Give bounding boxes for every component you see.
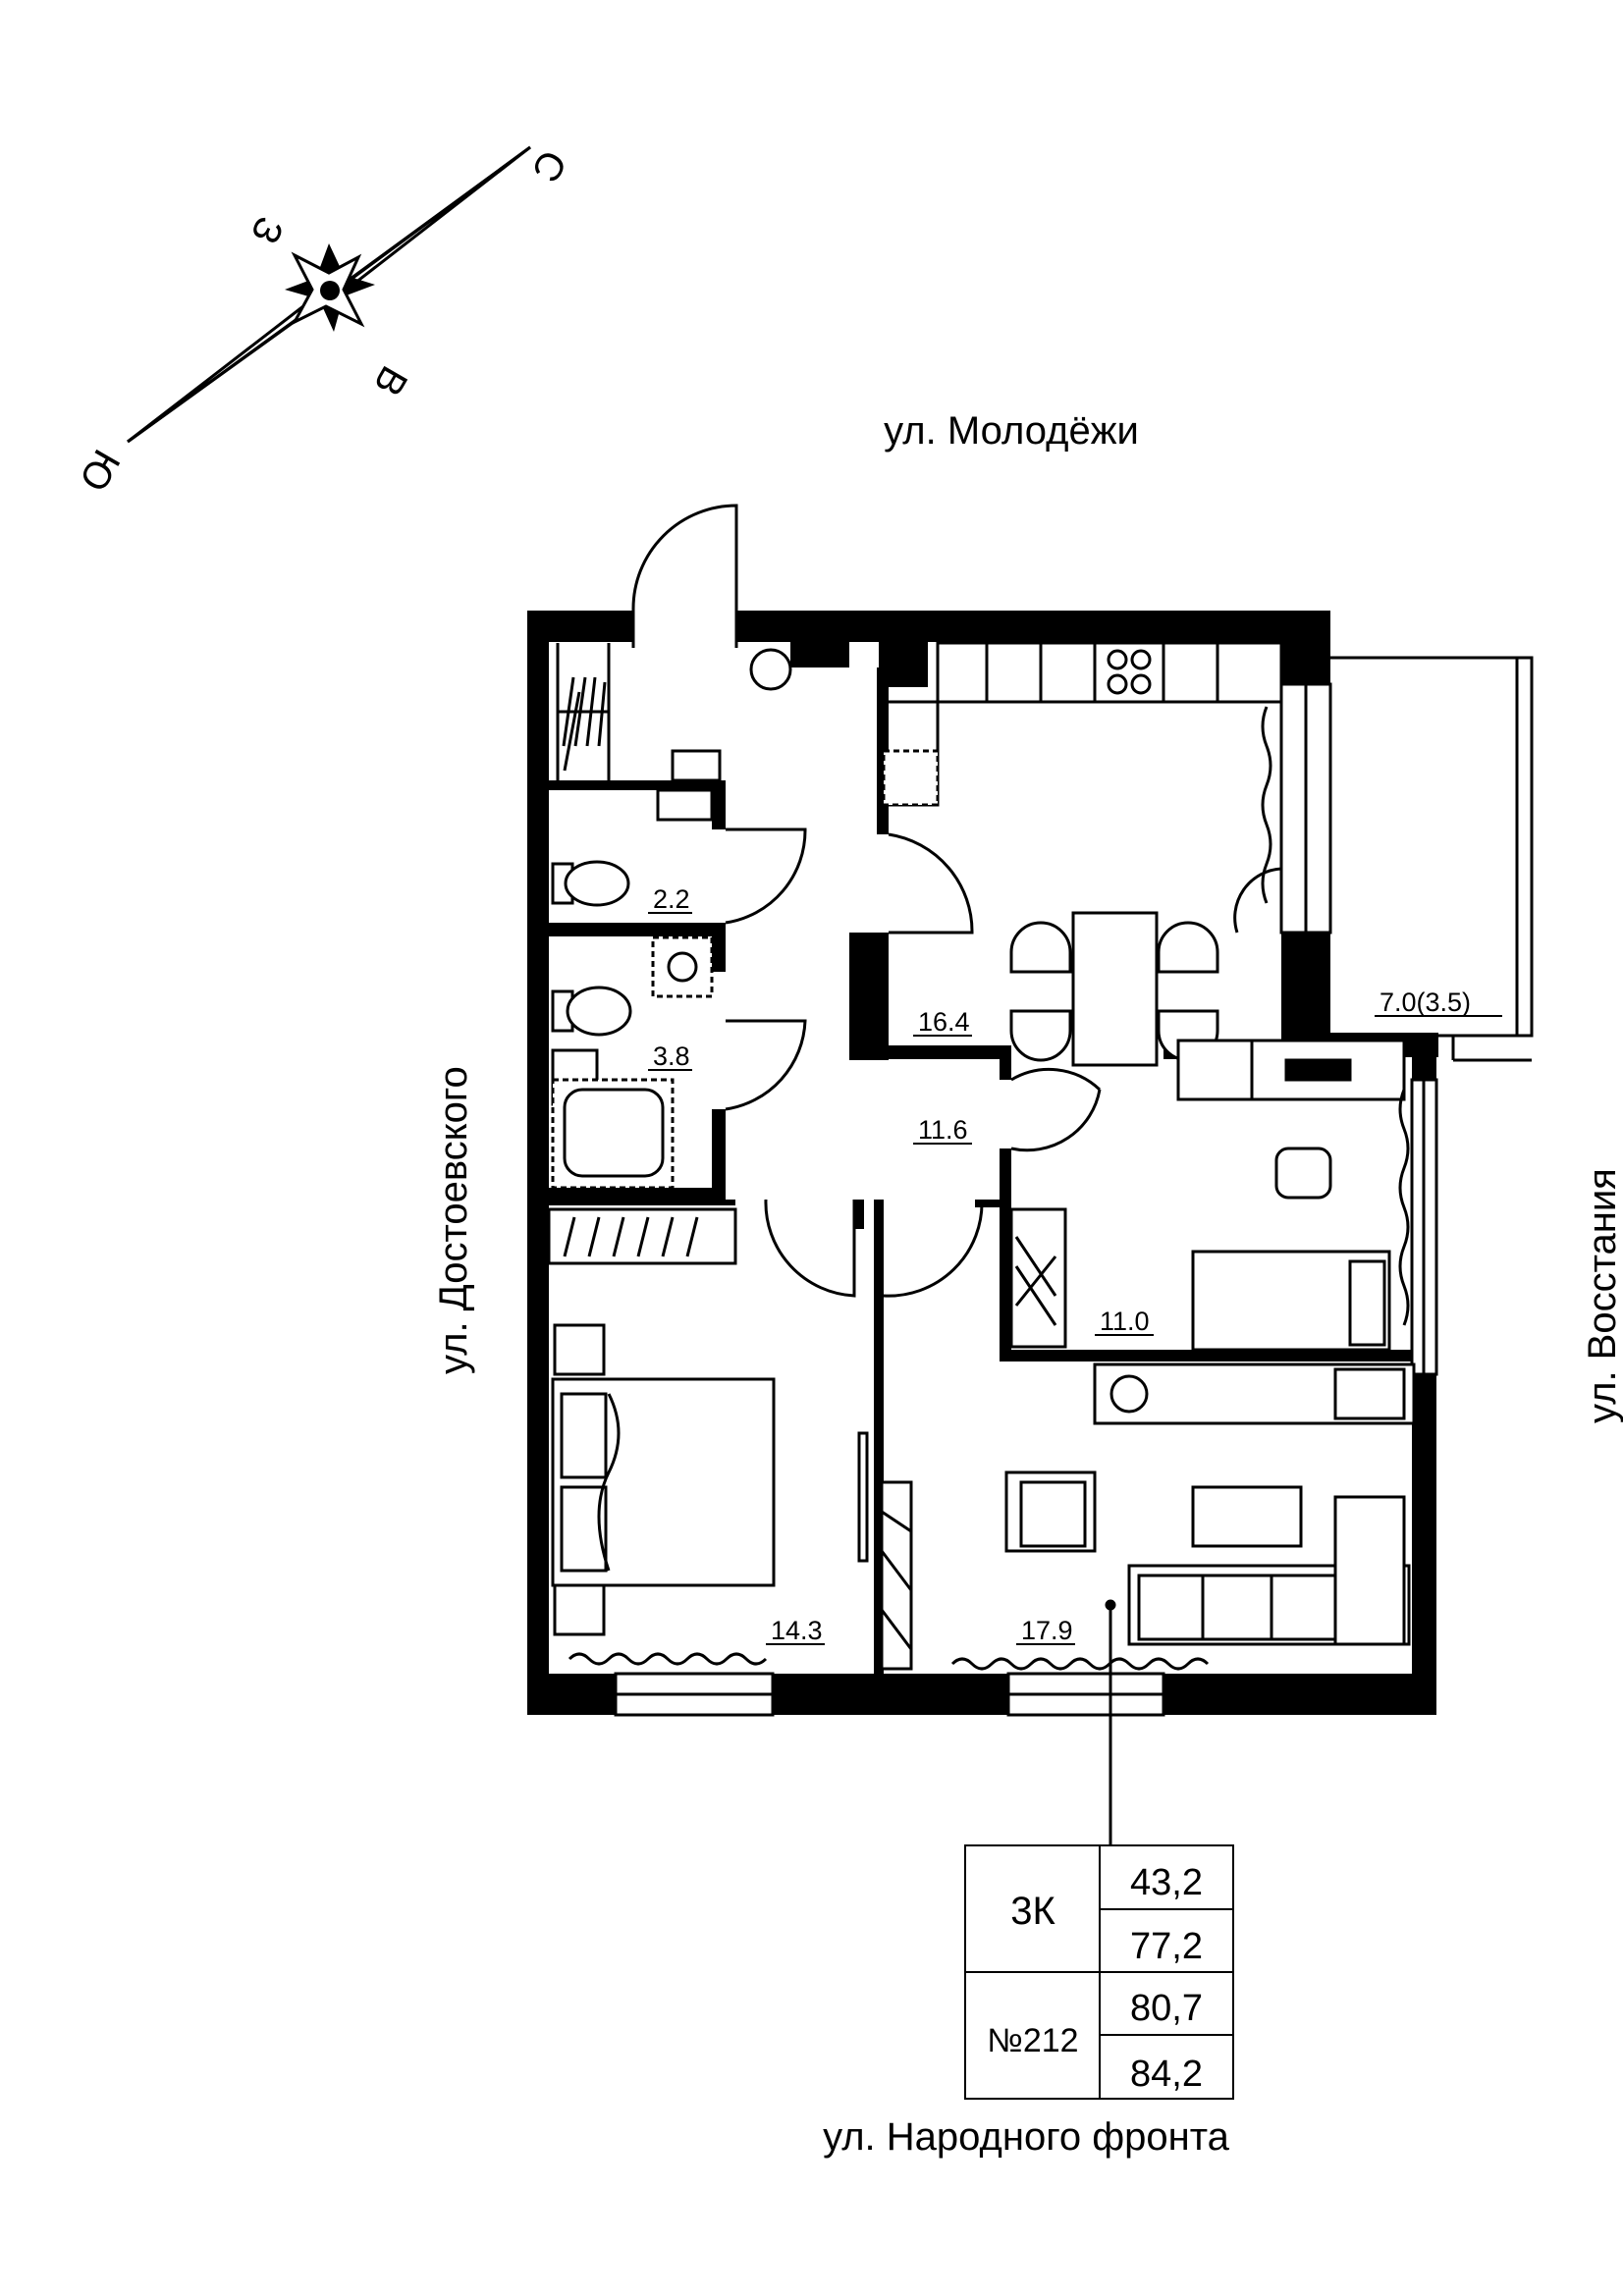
- balcony: [1330, 656, 1534, 1062]
- living-fixtures: [880, 1362, 1416, 1845]
- area-bedroom-small: 11.0: [1100, 1307, 1150, 1336]
- area-kitchen: 16.4: [918, 1007, 970, 1037]
- entrance-door: [631, 504, 792, 691]
- hall-wardrobe: [556, 643, 611, 780]
- area-bedroom-large: 14.3: [771, 1616, 823, 1645]
- big-bedroom-fixtures: [547, 1207, 869, 1666]
- wc-fixtures: [551, 749, 722, 907]
- apartment-type: 3К: [1010, 1890, 1055, 1933]
- interior-doors: [725, 828, 1282, 1298]
- total-area-value: 77,2: [1130, 1926, 1203, 1967]
- area-wc: 2.2: [653, 884, 690, 914]
- windows: [614, 682, 1438, 1717]
- area-balcony: 7.0(3.5): [1380, 988, 1471, 1017]
- apartment-number: №212: [987, 2022, 1078, 2059]
- exterior-walls: [527, 611, 1438, 1715]
- bathroom-fixtures: [551, 935, 714, 1190]
- small-bedroom-fixtures: [1009, 1039, 1410, 1352]
- compass-south-label: Ю: [71, 443, 128, 499]
- area-with-balcony-full-value: 84,2: [1130, 2054, 1203, 2095]
- street-west: ул. Достоевского: [432, 1066, 475, 1374]
- area-hall: 11.6: [918, 1115, 968, 1145]
- street-east: ул. Восстания: [1581, 1168, 1623, 1423]
- area-living: 17.9: [1021, 1616, 1073, 1645]
- street-south: ул. Народного фронта: [823, 2115, 1230, 2159]
- compass-north-label: С: [523, 143, 575, 189]
- kitchen-fixtures: [882, 641, 1283, 1067]
- area-with-balcony-reduced-value: 80,7: [1130, 1988, 1203, 2029]
- compass-rose: С З В Ю: [71, 143, 574, 499]
- compass-east-label: В: [365, 359, 415, 403]
- living-area-value: 43,2: [1130, 1862, 1203, 1903]
- summary-table: 3К №212 43,2 77,2 80,7 84,2: [964, 1844, 1234, 2100]
- street-north: ул. Молодёжи: [884, 409, 1139, 453]
- compass-west-label: З: [243, 210, 292, 250]
- area-bathroom: 3.8: [653, 1041, 690, 1071]
- room-labels: 2.2 3.8 16.4 11.6 11.0 14.3 17.9 7.0(3.5…: [648, 884, 1502, 1645]
